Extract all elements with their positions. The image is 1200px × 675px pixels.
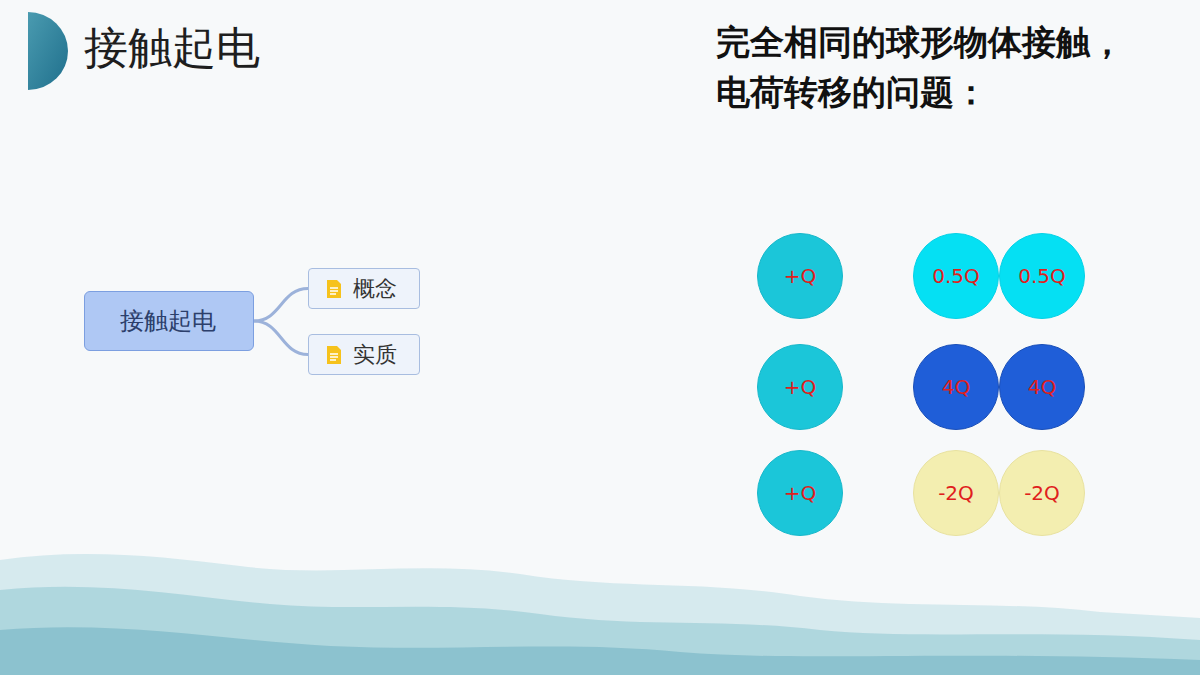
sphere-fill <box>1000 345 1085 430</box>
charge-sphere: +Q <box>757 344 843 430</box>
title-marker <box>28 12 68 90</box>
sphere-fill <box>914 451 999 536</box>
charge-sphere: -2Q <box>999 450 1085 536</box>
charge-value: -2Q <box>938 481 974 505</box>
mountain-middle <box>0 587 1200 675</box>
charge-sphere: +Q <box>757 450 843 536</box>
charge-value: 0.5Q <box>932 264 980 288</box>
subtopic-box: 实质 <box>308 334 420 375</box>
charge-sphere: 0.5Q <box>999 233 1085 319</box>
charge-value: 4Q <box>1028 375 1056 399</box>
charge-sphere: 4Q <box>913 344 999 430</box>
sphere-fill <box>758 451 843 536</box>
slide-title: 接触起电 <box>84 18 260 78</box>
sphere-fill <box>1000 234 1085 319</box>
charge-value: +Q <box>784 481 817 505</box>
note-icon-lines <box>330 354 338 360</box>
charge-sphere: -2Q <box>913 450 999 536</box>
section-heading: 完全相同的球形物体接触， 电荷转移的问题： <box>716 17 1166 117</box>
charge-value: +Q <box>784 264 817 288</box>
subtopic-text: 实质 <box>353 340 397 370</box>
note-icon-page <box>327 280 341 298</box>
sphere-fill <box>758 234 843 319</box>
mountain-front <box>0 627 1200 675</box>
mindmap-branch <box>254 289 308 322</box>
subtopic-text: 概念 <box>353 274 397 304</box>
topic-text: 接触起电 <box>120 305 216 337</box>
subtopic-box: 概念 <box>308 268 420 309</box>
charge-sphere: +Q <box>757 233 843 319</box>
mountain-back <box>0 554 1200 675</box>
note-icon-page <box>327 346 341 364</box>
sphere-fill <box>914 345 999 430</box>
charge-sphere: 0.5Q <box>913 233 999 319</box>
sphere-fill <box>1000 451 1085 536</box>
charge-value: -2Q <box>1024 481 1060 505</box>
charge-value: +Q <box>784 375 817 399</box>
note-icon-lines <box>330 288 338 294</box>
charge-sphere: 4Q <box>999 344 1085 430</box>
note-icon <box>325 279 343 299</box>
mindmap-branch <box>254 321 308 355</box>
sphere-fill <box>758 345 843 430</box>
charge-value: 0.5Q <box>1018 264 1066 288</box>
note-icon <box>325 345 343 365</box>
charge-value: 4Q <box>942 375 970 399</box>
root-topic-box: 接触起电 <box>84 291 254 351</box>
sphere-fill <box>914 234 999 319</box>
